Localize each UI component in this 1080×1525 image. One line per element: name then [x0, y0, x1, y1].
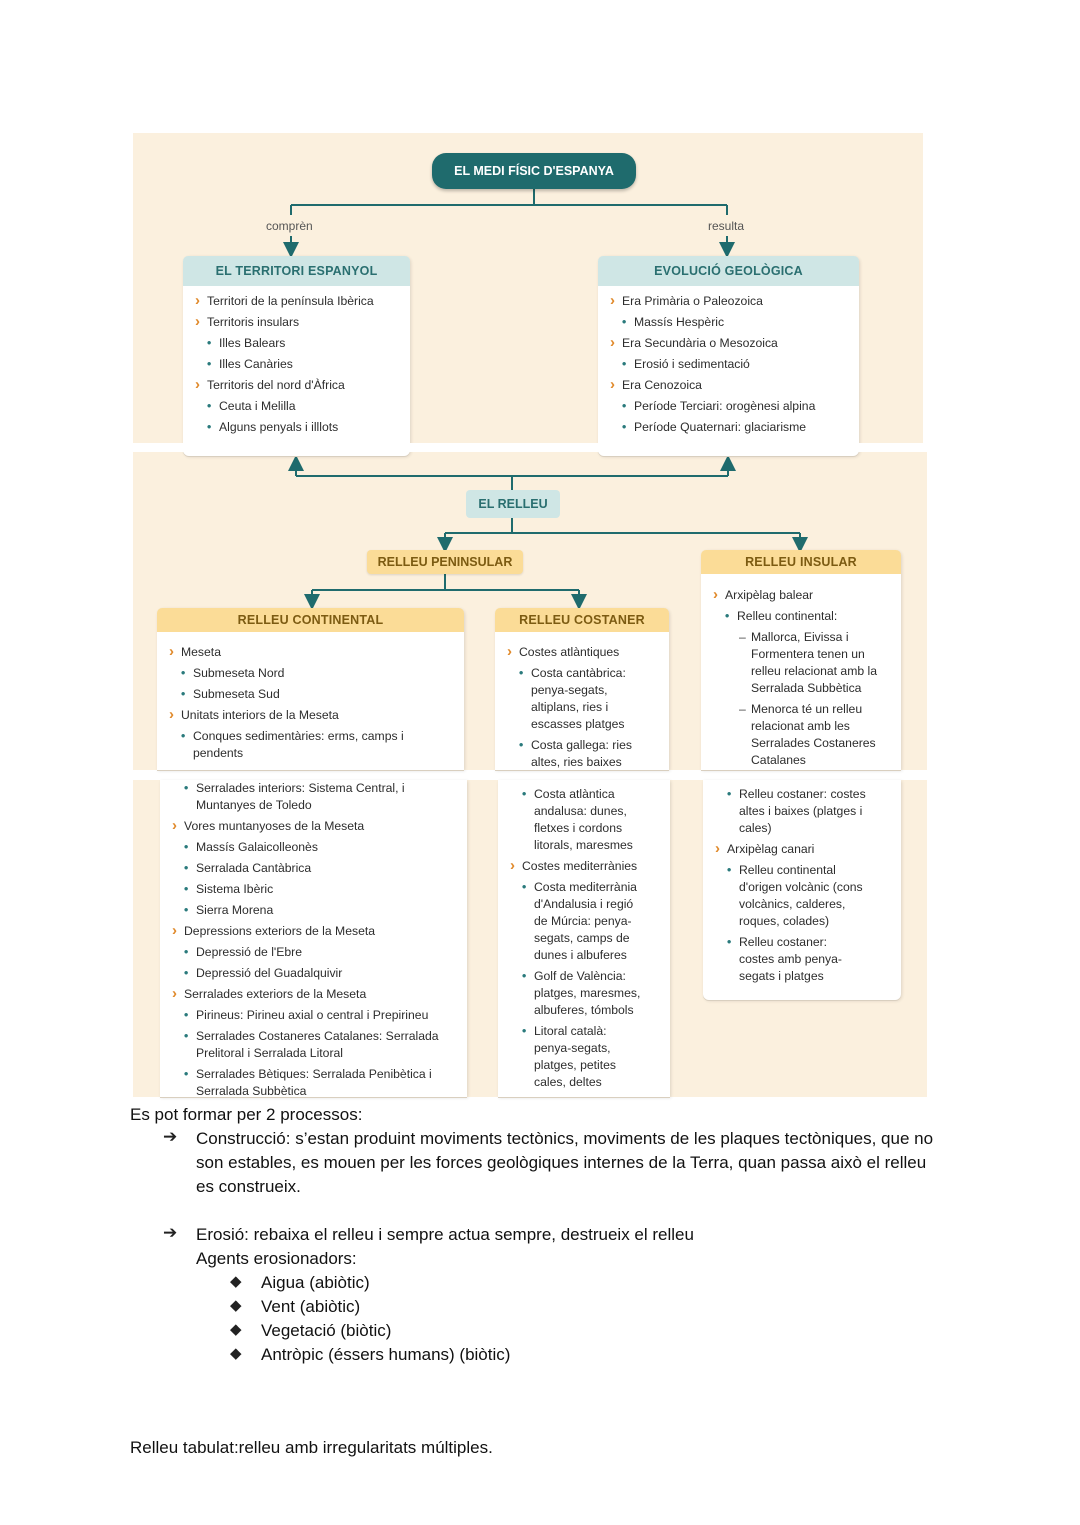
continental-box-bottom: Serralades interiors: Sistema Central, i…: [160, 780, 467, 1097]
list-item: Serralades Costaneres Catalanes: Serrala…: [170, 1028, 459, 1062]
insular-list-bottom: Relleu costaner: costes altes i baixes (…: [713, 786, 893, 989]
strip-gap-1: [120, 443, 940, 452]
list-item: Serralades Bètiques: Serralada Penibètic…: [170, 1066, 459, 1097]
point-construccio: Construcció: s’estan produint moviments …: [196, 1129, 934, 1196]
list-item: Alguns penyals i illlots: [193, 419, 402, 436]
list-item: Costa gallega: ries altes, ries baixes: [505, 737, 661, 771]
list-item: Costes atlàntiques: [505, 643, 661, 661]
list-item: Territoris insulars: [193, 313, 402, 331]
continental-box-top: RELLEU CONTINENTAL Meseta Submeseta Nord…: [157, 608, 464, 770]
list-item: Relleu continental d'origen volcànic (co…: [713, 862, 893, 930]
diagram-title: EL MEDI FÍSIC D'ESPANYA: [432, 153, 636, 189]
territori-header: EL TERRITORI ESPANYOL: [183, 256, 410, 286]
list-item: Serralada Cantàbrica: [170, 860, 459, 877]
list-item: Golf de València: platges, maresmes, alb…: [508, 968, 662, 1019]
list-item: Ceuta i Melilla: [193, 398, 402, 415]
arrow-icon: ➔: [163, 1127, 178, 1146]
list-item: Relleu costaner: costes amb penya-segats…: [713, 934, 893, 985]
diamond-bullet-icon: ◆: [230, 1297, 242, 1314]
final-note: Relleu tabulat:relleu amb irregularitats…: [130, 1438, 493, 1457]
diagram-connectors: [283, 189, 808, 610]
list-item: Sistema Ibèric: [170, 881, 459, 898]
list-item: Període Quaternari: glaciarisme: [608, 419, 851, 436]
agent-item: Vegetació (biòtic): [261, 1321, 392, 1340]
territori-list: Territori de la península Ibèrica Territ…: [193, 292, 402, 440]
list-item: Vores muntanyoses de la Meseta: [170, 817, 459, 835]
agent-item: Aigua (abiòtic): [261, 1273, 370, 1292]
list-item: Illes Canàries: [193, 356, 402, 373]
point-erosio: Erosió: rebaixa el relleu i sempre actua…: [196, 1225, 694, 1244]
evolucio-list: Era Primària o Paleozoica Massís Hespèri…: [608, 292, 851, 440]
list-item: Arxipèlag canari: [713, 840, 893, 858]
label-compren: comprèn: [266, 219, 313, 233]
list-item: Serralades exteriors de la Meseta: [170, 985, 459, 1003]
list-item: Depressió de l'Ebre: [170, 944, 459, 961]
list-item: Submeseta Nord: [167, 665, 456, 682]
costaner-list-top: Costes atlàntiques Costa cantàbrica: pen…: [505, 643, 661, 775]
relleu-node: EL RELLEU: [466, 490, 560, 518]
list-item: Erosió i sedimentació: [608, 356, 851, 373]
list-item: Arxipèlag balear: [711, 586, 893, 604]
list-item: Serralades interiors: Sistema Central, i…: [170, 780, 459, 814]
list-item: Període Terciari: orogènesi alpina: [608, 398, 851, 415]
list-item: Menorca té un relleu relacionat amb les …: [711, 701, 893, 769]
list-item: Costa mediterrània d'Andalusia i regió d…: [508, 879, 662, 964]
list-item: Mallorca, Eivissa i Formentera tenen un …: [711, 629, 893, 697]
list-item: Litoral català: penya-segats, platges, p…: [508, 1023, 662, 1091]
strip-gap-2: [120, 770, 940, 780]
arrow-icon: ➔: [163, 1223, 178, 1242]
list-item: Depressió del Guadalquivir: [170, 965, 459, 982]
label-resulta: resulta: [708, 219, 745, 233]
costaner-box-top: RELLEU COSTANER Costes atlàntiques Costa…: [495, 608, 669, 770]
list-item: Submeseta Sud: [167, 686, 456, 703]
insular-header: RELLEU INSULAR: [701, 550, 901, 574]
list-item: Era Secundària o Mesozoica: [608, 334, 851, 352]
list-item: Sierra Morena: [170, 902, 459, 919]
diamond-bullet-icon: ◆: [230, 1345, 242, 1362]
list-item: Era Primària o Paleozoica: [608, 292, 851, 310]
list-item: Territoris del nord d'Àfrica: [193, 376, 402, 394]
list-item: Depressions exteriors de la Meseta: [170, 922, 459, 940]
list-item: Costa cantàbrica: penya-segats, altiplan…: [505, 665, 661, 733]
costaner-box-bottom: Costa atlàntica andalusa: dunes, fletxes…: [498, 780, 670, 1097]
list-item: Costes mediterrànies: [508, 857, 662, 875]
list-item: Relleu costaner: costes altes i baixes (…: [713, 786, 893, 837]
continental-list-top: Meseta Submeseta Nord Submeseta Sud Unit…: [167, 643, 456, 766]
agents-title: Agents erosionadors:: [196, 1249, 357, 1268]
list-item: Relleu continental:: [711, 608, 893, 625]
list-item: Conques sedimentàries: erms, camps i pen…: [167, 728, 456, 762]
insular-box-bottom: Relleu costaner: costes altes i baixes (…: [703, 780, 901, 1000]
list-item: Massís Galaicolleonès: [170, 839, 459, 856]
costaner-list-bottom: Costa atlàntica andalusa: dunes, fletxes…: [508, 786, 662, 1095]
list-item: Massís Hespèric: [608, 314, 851, 331]
list-item: Unitats interiors de la Meseta: [167, 706, 456, 724]
continental-header: RELLEU CONTINENTAL: [157, 608, 464, 632]
intro-text: Es pot formar per 2 processos:: [130, 1105, 363, 1124]
list-item: Meseta: [167, 643, 456, 661]
agent-item: Vent (abiòtic): [261, 1297, 361, 1316]
list-item: Era Cenozoica: [608, 376, 851, 394]
continental-list-bottom: Serralades interiors: Sistema Central, i…: [170, 780, 459, 1097]
evolucio-header: EVOLUCIÓ GEOLÒGICA: [598, 256, 859, 286]
list-item: Territori de la península Ibèrica: [193, 292, 402, 310]
list-item: Pirineus: Pirineu axial o central i Prep…: [170, 1007, 459, 1024]
insular-list-top: Arxipèlag balear Relleu continental: Mal…: [711, 586, 893, 773]
peninsular-node: RELLEU PENINSULAR: [367, 550, 523, 574]
costaner-header: RELLEU COSTANER: [495, 608, 669, 632]
diamond-bullet-icon: ◆: [230, 1321, 242, 1338]
evolucio-box: EVOLUCIÓ GEOLÒGICA Era Primària o Paleoz…: [598, 256, 859, 456]
diamond-bullet-icon: ◆: [230, 1273, 242, 1290]
territori-box: EL TERRITORI ESPANYOL Territori de la pe…: [183, 256, 410, 456]
list-item: Costa atlàntica andalusa: dunes, fletxes…: [508, 786, 662, 854]
insular-box-top: RELLEU INSULAR Arxipèlag balear Relleu c…: [701, 550, 901, 770]
list-item: Illes Balears: [193, 335, 402, 352]
agent-item: Antròpic (éssers humans) (biòtic): [261, 1345, 511, 1364]
